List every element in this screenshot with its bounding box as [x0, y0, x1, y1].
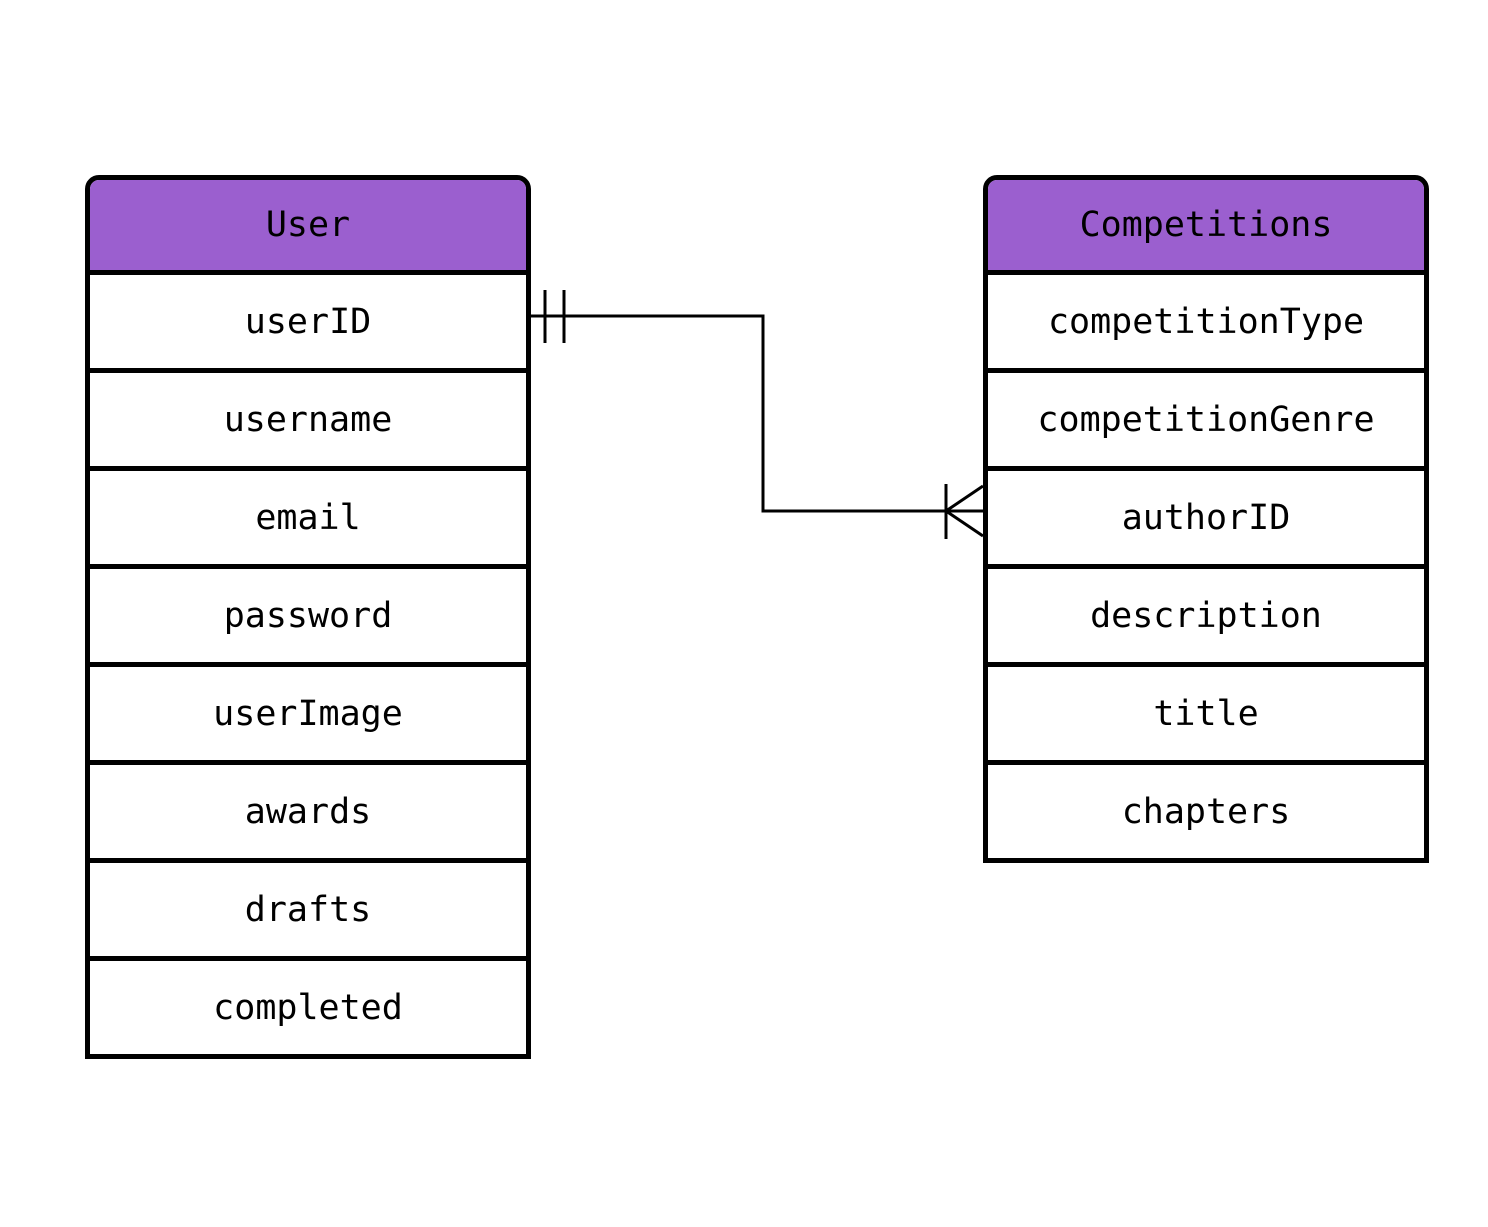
competitions-field-competitiongenre[interactable]: competitionGenre	[988, 373, 1424, 471]
user-field-userid[interactable]: userID	[90, 275, 526, 373]
competitions-entity-table[interactable]: Competitions competitionType competition…	[983, 175, 1429, 863]
competitions-field-title[interactable]: title	[988, 667, 1424, 765]
competitions-entity-title: Competitions	[988, 180, 1424, 275]
user-field-userimage[interactable]: userImage	[90, 667, 526, 765]
user-field-password[interactable]: password	[90, 569, 526, 667]
user-field-completed[interactable]: completed	[213, 987, 403, 1028]
one-and-only-one-marker	[543, 290, 566, 343]
one-or-many-marker	[944, 484, 984, 539]
user-field-email[interactable]: email	[90, 471, 526, 569]
user-field-awards[interactable]: awards	[90, 765, 526, 863]
user-entity-title: User	[90, 180, 526, 275]
competitions-field-description[interactable]: description	[988, 569, 1424, 667]
user-field-drafts[interactable]: drafts	[90, 863, 526, 961]
user-field-username[interactable]: username	[90, 373, 526, 471]
user-entity-table[interactable]: User userID username email password user…	[85, 175, 531, 1059]
competitions-field-competitiontype[interactable]: competitionType	[988, 275, 1424, 373]
competitions-field-authorid[interactable]: authorID	[988, 471, 1424, 569]
relationship-line[interactable]	[531, 314, 983, 513]
competitions-field-chapters[interactable]: chapters	[1121, 791, 1291, 832]
